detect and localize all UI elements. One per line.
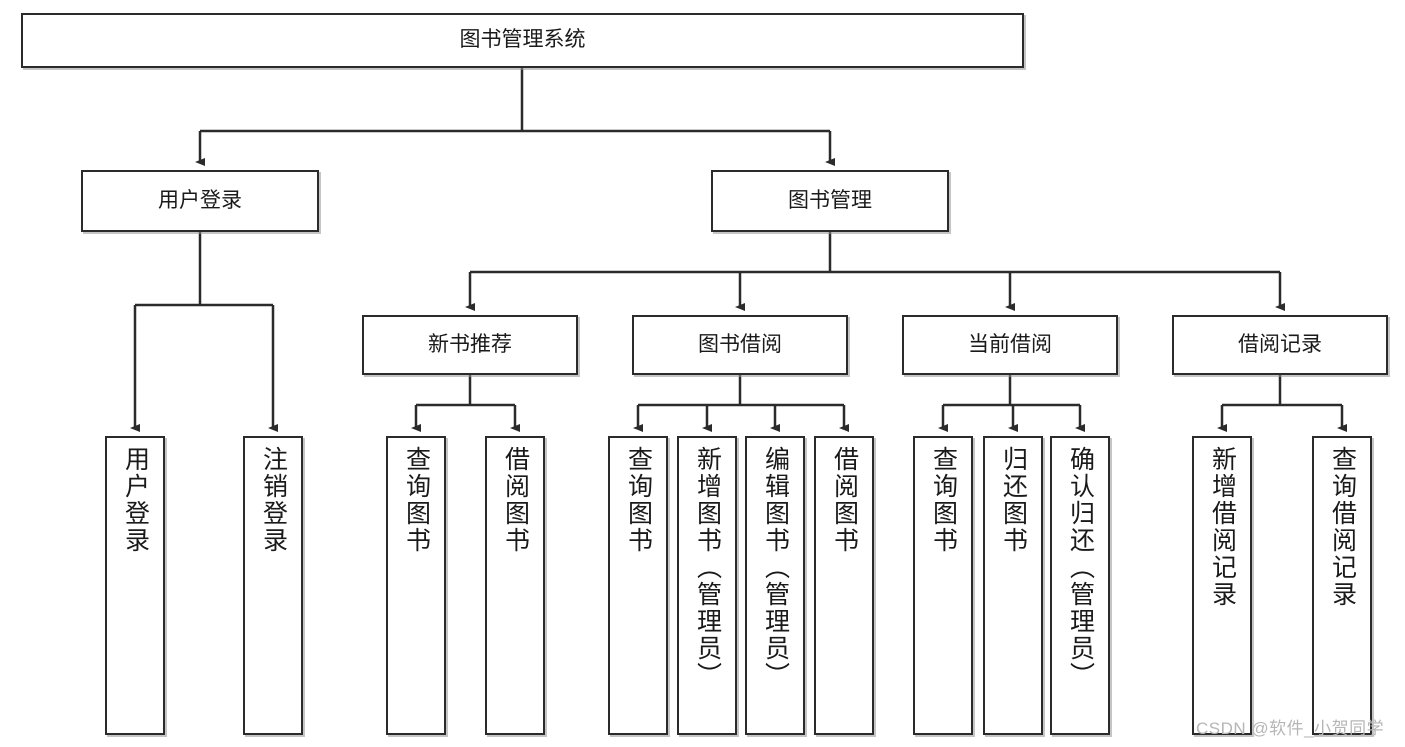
leaf-query-borrow-record[interactable]: 查询借阅记录 [1312, 436, 1372, 735]
node-book-management[interactable]: 图书管理 [711, 170, 949, 232]
leaf-borrow-book[interactable]: 借阅图书 [814, 436, 874, 735]
node-new-book-recommend-label: 新书推荐 [428, 332, 512, 356]
leaf-query-book-recommend[interactable]: 查询图书 [386, 436, 446, 735]
leaf-add-book-admin[interactable]: 新增图书（管理员） [677, 436, 737, 735]
node-root-label: 图书管理系统 [459, 28, 586, 52]
leaf-logout[interactable]: 注销登录 [243, 436, 303, 735]
leaf-borrow-book-recommend[interactable]: 借阅图书 [485, 436, 545, 735]
node-user-login-label: 用户登录 [158, 188, 242, 212]
leaf-query-book-borrow-label: 查询图书 [624, 446, 653, 554]
leaf-add-borrow-record-label: 新增借阅记录 [1208, 446, 1237, 608]
leaf-return-book-label: 归还图书 [999, 446, 1028, 554]
csdn-watermark: CSDN @软件_小贺同学 [1196, 719, 1385, 738]
leaf-query-borrow-record-label: 查询借阅记录 [1328, 446, 1357, 608]
leaf-user-login[interactable]: 用户登录 [105, 436, 165, 735]
leaf-borrow-book-label: 借阅图书 [830, 446, 859, 554]
leaf-add-borrow-record[interactable]: 新增借阅记录 [1192, 436, 1252, 735]
leaf-return-book[interactable]: 归还图书 [983, 436, 1043, 735]
leaf-query-book-current[interactable]: 查询图书 [913, 436, 973, 735]
leaf-edit-book-admin[interactable]: 编辑图书（管理员） [745, 436, 805, 735]
leaf-add-book-admin-label: 新增图书（管理员） [693, 446, 722, 689]
leaf-confirm-return-admin-label: 确认归还（管理员） [1066, 446, 1095, 689]
node-book-management-label: 图书管理 [788, 188, 872, 212]
node-user-login[interactable]: 用户登录 [81, 170, 319, 232]
leaf-query-book-borrow[interactable]: 查询图书 [608, 436, 668, 735]
leaf-borrow-book-recommend-label: 借阅图书 [501, 446, 530, 554]
node-new-book-recommend[interactable]: 新书推荐 [362, 315, 578, 375]
leaf-confirm-return-admin[interactable]: 确认归还（管理员） [1050, 436, 1110, 735]
leaf-edit-book-admin-label: 编辑图书（管理员） [761, 446, 790, 689]
leaf-query-book-current-label: 查询图书 [929, 446, 958, 554]
node-book-borrow-label: 图书借阅 [698, 332, 782, 356]
node-borrow-record[interactable]: 借阅记录 [1172, 315, 1388, 375]
leaf-query-book-recommend-label: 查询图书 [402, 446, 431, 554]
leaf-logout-label: 注销登录 [259, 446, 288, 554]
node-root[interactable]: 图书管理系统 [21, 13, 1024, 68]
node-current-borrow-label: 当前借阅 [968, 332, 1052, 356]
node-borrow-record-label: 借阅记录 [1238, 332, 1322, 356]
node-current-borrow[interactable]: 当前借阅 [902, 315, 1118, 375]
leaf-user-login-label: 用户登录 [121, 446, 150, 554]
node-book-borrow[interactable]: 图书借阅 [632, 315, 848, 375]
